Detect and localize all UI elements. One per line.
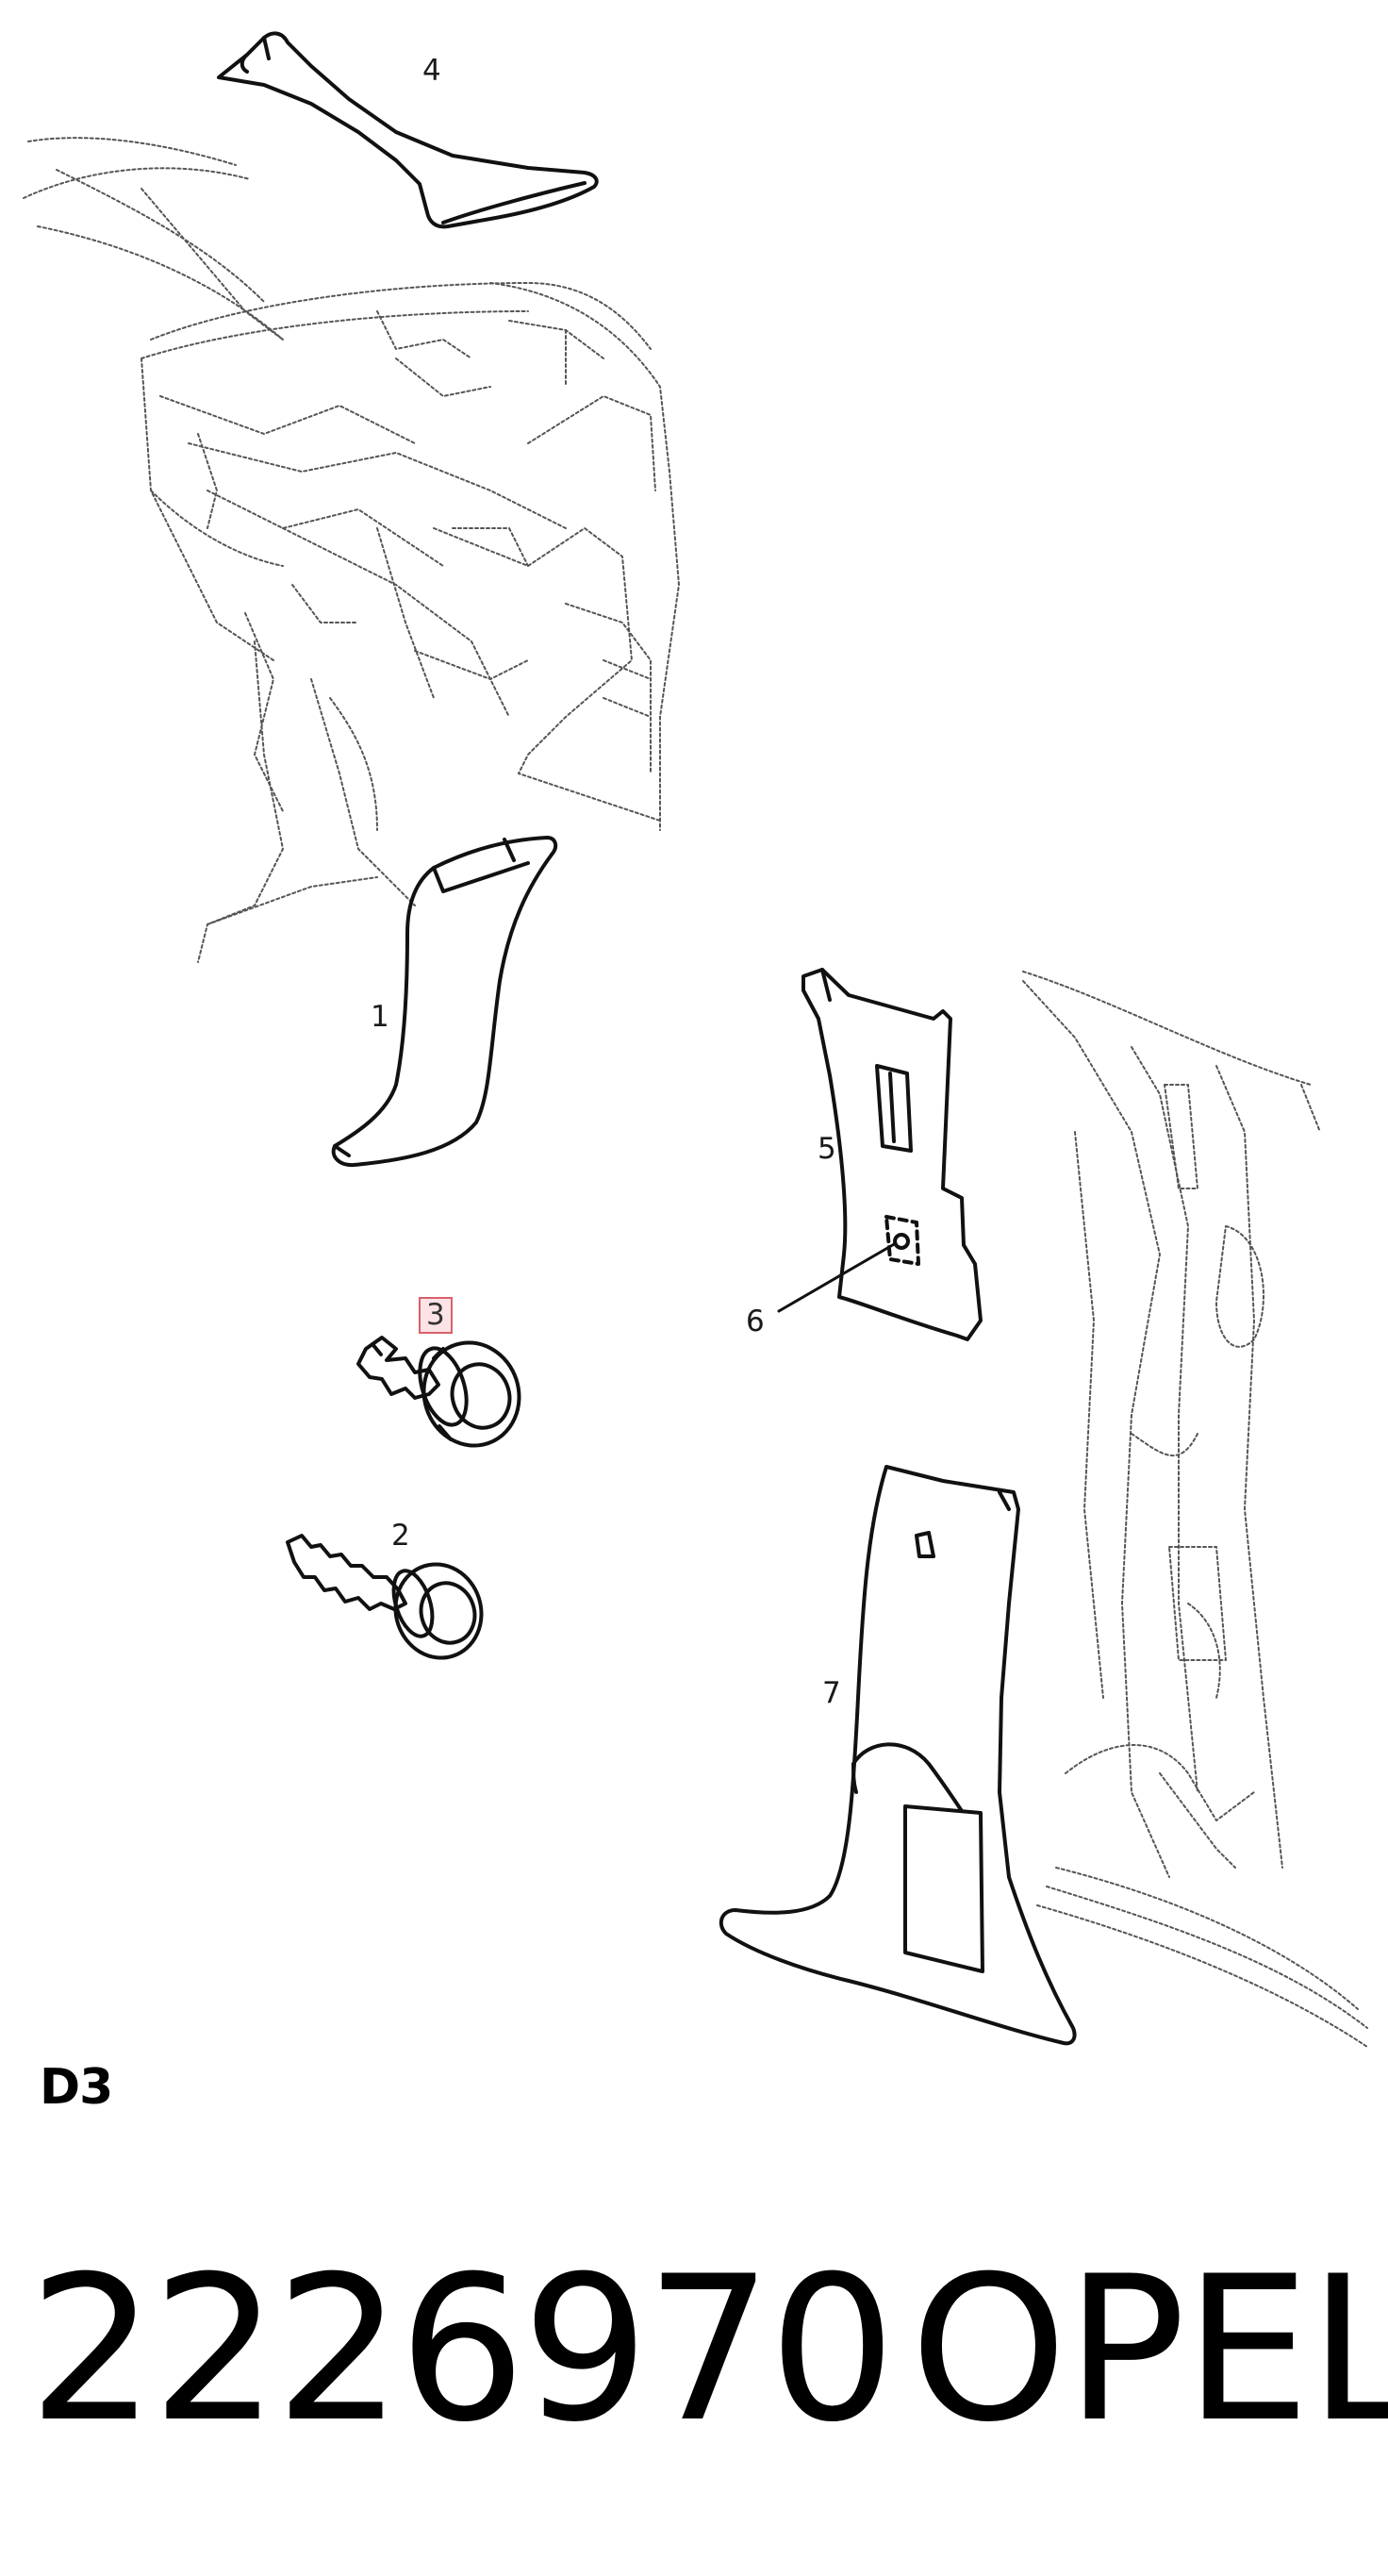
body-side-sketch xyxy=(1022,971,1368,2048)
callout-6: 6 xyxy=(746,1305,765,1338)
part-5-pillar-trim xyxy=(801,968,983,1341)
dashboard-body-sketch xyxy=(23,137,680,963)
part-4-upper-trim xyxy=(217,31,599,229)
callout-5: 5 xyxy=(818,1132,836,1166)
callout-2: 2 xyxy=(391,1519,410,1553)
part-2-screw xyxy=(286,1534,484,1660)
callout-3-highlighted[interactable]: 3 xyxy=(419,1297,453,1334)
section-code: D3 xyxy=(40,2059,113,2116)
brand-name: OPEL xyxy=(910,2233,1388,2466)
part-7-pillar-trim xyxy=(719,1465,1077,2046)
part-3-clip xyxy=(356,1336,521,1448)
callout-7: 7 xyxy=(822,1676,841,1710)
part-1-lower-trim xyxy=(331,836,558,1168)
leader-line-6 xyxy=(777,1241,898,1313)
callout-1: 1 xyxy=(371,1000,389,1034)
callout-4: 4 xyxy=(422,54,441,88)
part-number: 2226970 xyxy=(28,2233,896,2466)
